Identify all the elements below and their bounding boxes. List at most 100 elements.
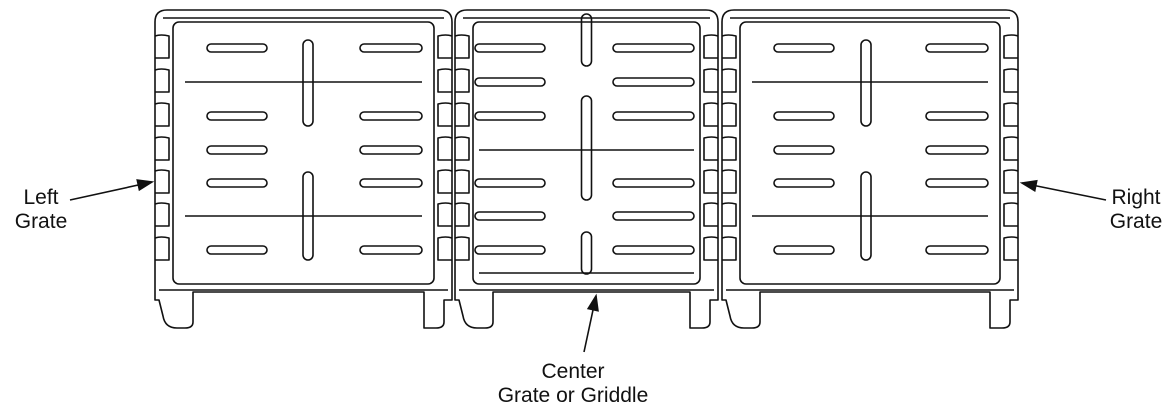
right-side-tab-left [721,34,737,59]
right-side-tab-left [721,136,737,161]
center-grate-label: Center Grate or Griddle [470,360,676,408]
right-side-tab-right [1003,34,1019,59]
left-slot [359,111,423,121]
left-side-tab-left [154,102,170,127]
left-side-tab-right [437,202,453,227]
center-side-tab-right [703,202,719,227]
center-side-tab-right [703,236,719,261]
right-slot [925,245,989,255]
left-grate-label: Left Grate [2,186,80,234]
right-slot [773,43,835,53]
center-side-tab-left [454,202,470,227]
left-cross-vertical [302,39,314,127]
right-side-tab-left [721,169,737,194]
left-slot [359,145,423,155]
left-grate-label-line1: Left [23,186,59,209]
center-arrow-head [586,293,599,312]
center-side-tab-left [454,68,470,93]
right-side-tab-right [1003,236,1019,261]
left-grate-label-line2: Grate [14,210,68,233]
callout-arrows [69,179,1107,353]
right-side-tab-right [1003,136,1019,161]
right-slot [925,178,989,188]
center-grate [454,9,719,329]
right-slot [925,111,989,121]
right-cross-vertical [860,39,872,127]
left-side-tab-right [437,169,453,194]
right-arrow-head [1019,179,1038,192]
right-grate-label: Right Grate [1098,186,1174,234]
right-grate-outline [721,9,1019,329]
right-slot [773,111,835,121]
left-side-tab-right [437,136,453,161]
center-slot [474,43,546,53]
left-slot [359,43,423,53]
right-grate-label-line1: Right [1111,186,1161,209]
right-slot [773,145,835,155]
center-spine-top [580,13,593,67]
left-slot [206,145,268,155]
center-grate-label-line1: Center [541,360,605,383]
left-side-tab-left [154,68,170,93]
right-grate-label-line2: Grate [1109,210,1163,233]
center-slot [612,43,695,53]
center-grate-outline [454,9,719,329]
right-side-tab-left [721,236,737,261]
center-side-tab-left [454,236,470,261]
right-side-tab-right [1003,102,1019,127]
center-slot [474,245,546,255]
center-slot [474,77,546,87]
center-side-tab-right [703,68,719,93]
left-side-tab-left [154,34,170,59]
left-slot [206,245,268,255]
left-grate [154,9,453,329]
left-side-tab-left [154,169,170,194]
center-slot [474,111,546,121]
right-slot [925,145,989,155]
right-grate [721,9,1019,329]
center-side-tab-left [454,34,470,59]
center-grate-frame [472,21,701,285]
right-side-tab-right [1003,169,1019,194]
center-slot [612,77,695,87]
center-side-tab-left [454,169,470,194]
left-grate-outline [154,9,453,329]
right-slot [773,178,835,188]
left-grate-frame [172,21,435,285]
left-slot [359,178,423,188]
center-slot [612,111,695,121]
left-side-tab-right [437,34,453,59]
left-arrow-head [136,179,155,192]
left-slot [206,178,268,188]
left-slot [359,245,423,255]
right-slot [773,245,835,255]
right-side-tab-right [1003,68,1019,93]
left-side-tab-right [437,68,453,93]
left-slot [206,43,268,53]
left-side-tab-left [154,236,170,261]
right-side-tab-left [721,102,737,127]
left-side-tab-left [154,136,170,161]
center-side-tab-right [703,102,719,127]
center-spine-middle [580,95,593,201]
center-side-tab-left [454,102,470,127]
center-slot [612,178,695,188]
center-side-tab-left [454,136,470,161]
center-side-tab-right [703,169,719,194]
center-side-tab-right [703,136,719,161]
grates-group [154,9,1019,329]
right-side-tab-left [721,202,737,227]
right-side-tab-right [1003,202,1019,227]
left-slot [206,111,268,121]
left-side-tab-left [154,202,170,227]
right-slot [925,43,989,53]
center-spine-bottom [580,231,593,275]
center-grate-label-line2: Grate or Griddle [497,384,649,407]
right-grate-frame [739,21,1001,285]
center-slot [474,211,546,221]
left-side-tab-right [437,102,453,127]
left-side-tab-right [437,236,453,261]
center-slot [474,178,546,188]
